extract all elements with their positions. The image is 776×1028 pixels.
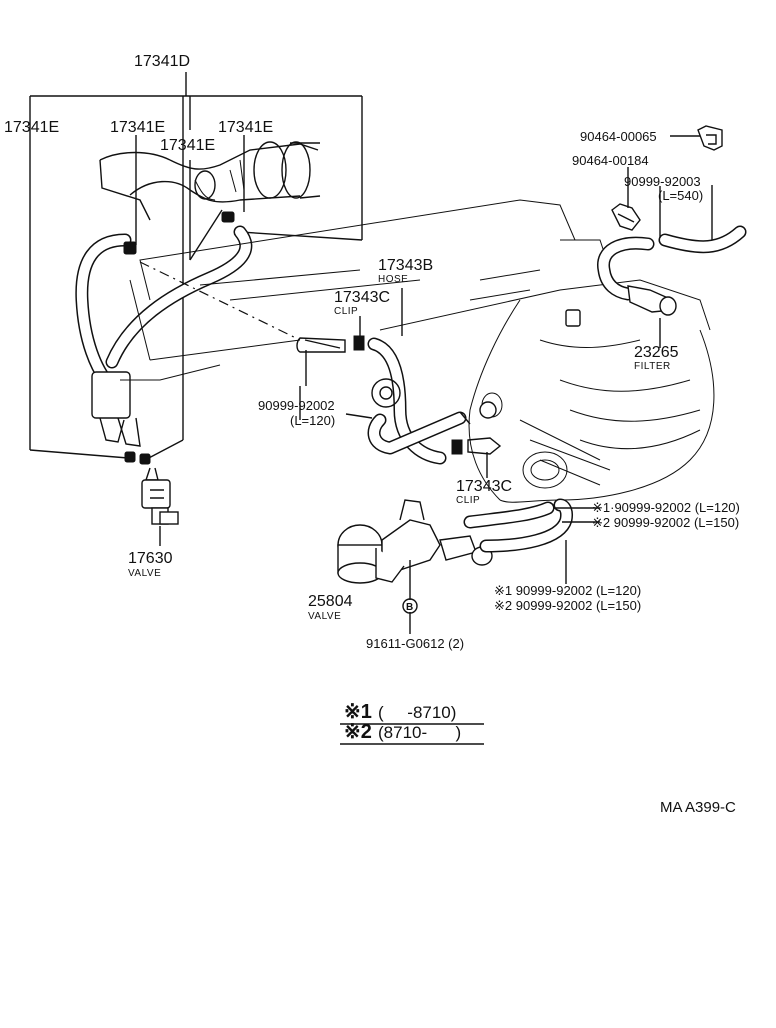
legend: ※1 ( -8710) ※2 (8710- ): [340, 701, 484, 745]
label-17630-valve: VALVE: [128, 568, 161, 579]
label-circle-b: B: [406, 602, 413, 613]
label-17341E-left: 17341E: [4, 119, 59, 136]
label-17341E-c: 17341E: [218, 119, 273, 136]
label-17343C-bottom: 17343C: [456, 478, 512, 495]
legend-range-1: ( -8710): [378, 703, 456, 722]
label-17341D: 17341D: [134, 53, 190, 70]
label-90464-00065: 90464-00065: [580, 129, 657, 144]
label-91611-G0612: 91611-G0612 (2): [366, 636, 464, 651]
legend-range-2: (8710- ): [378, 723, 461, 742]
label-23265-filter: FILTER: [634, 361, 671, 372]
hose-17343b-assembly: [139, 261, 502, 465]
label-17341E-a: 17341E: [110, 119, 165, 136]
legend-mark-1: ※1: [344, 701, 372, 723]
part-labels: 17341D 17341E 17341E 17341E 17341E 90464…: [4, 53, 740, 651]
left-hose-assembly: [75, 211, 253, 465]
leader-lines: [159, 167, 661, 634]
label-90999-92002-mid-length: (L=120): [290, 413, 335, 428]
vsv-valve-17630: [141, 467, 179, 525]
label-17630: 17630: [128, 550, 173, 567]
label-r1-top: ※1·90999-92002 (L=120): [592, 500, 740, 515]
label-25804-valve: VALVE: [308, 611, 341, 622]
filter-hose-assembly: [597, 125, 747, 348]
label-17343C-top-clip: CLIP: [334, 306, 358, 317]
label-r2-bottom: ※2 90999-92002 (L=150): [494, 598, 641, 613]
label-r1-bottom: ※1 90999-92002 (L=120): [494, 583, 641, 598]
label-90464-00184: 90464-00184: [572, 153, 649, 168]
diagram-code: MA A399-C: [660, 799, 736, 816]
label-90999-92003-length: (L=540): [658, 188, 703, 203]
label-90999-92002-mid: 90999-92002: [258, 398, 335, 413]
label-17343B: 17343B: [378, 257, 433, 274]
label-17343B-hose: HOSE: [378, 274, 408, 285]
label-25804: 25804: [308, 593, 353, 610]
label-23265: 23265: [634, 344, 679, 361]
label-90999-92003: 90999-92003: [624, 174, 701, 189]
legend-mark-2: ※2: [344, 721, 372, 743]
label-17343C-top: 17343C: [334, 289, 390, 306]
label-17341E-b: 17341E: [160, 137, 215, 154]
vsv-valve-25804: [337, 498, 573, 600]
intake-duct-drawing: [99, 141, 321, 221]
label-17343C-bottom-clip: CLIP: [456, 495, 480, 506]
label-r2-top: ※2 90999-92002 (L=150): [592, 515, 739, 530]
circle-b-marker: [402, 598, 418, 614]
